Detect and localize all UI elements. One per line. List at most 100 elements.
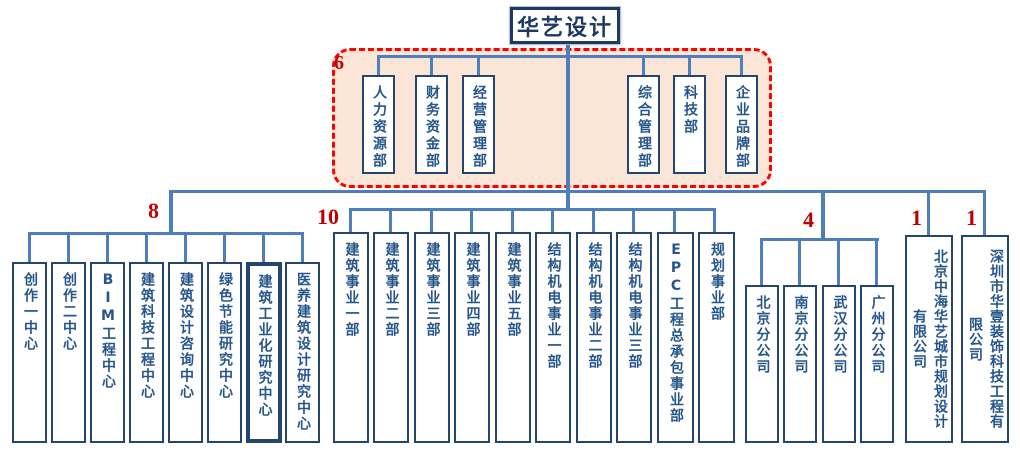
node-epc-contracting-division: EPC工程总承包事业部 — [657, 232, 694, 443]
node-label: 财务资金部 — [424, 85, 440, 170]
node-structure-mep-division-1: 结构机电事业一部 — [535, 232, 571, 443]
root-title-box: 华艺设计 — [510, 7, 620, 44]
connector-stub — [184, 232, 187, 262]
connector-stub — [223, 232, 226, 262]
node-creation-center-2: 创作二中心 — [51, 262, 86, 443]
node-label: 创作二中心 — [61, 272, 77, 352]
node-arch-division-4: 建筑事业四部 — [454, 232, 490, 443]
node-label: 绿色节能研究中心 — [217, 272, 233, 400]
connector-stub — [145, 232, 148, 262]
connector-stub — [688, 55, 691, 76]
count-badge-branches: 4 — [803, 207, 814, 232]
node-arch-division-2: 建筑事业二部 — [373, 232, 409, 443]
node-label: 科技部 — [682, 85, 698, 136]
node-label: 创作一中心 — [22, 272, 38, 352]
count-badge-divisions: 10 — [317, 204, 339, 229]
node-construction-scitech-center: 建筑科技工程中心 — [129, 262, 164, 443]
node-arch-division-5: 建筑事业五部 — [495, 232, 531, 443]
node-label: 综合管理部 — [636, 85, 652, 170]
connector-stub — [592, 208, 595, 232]
connector-stub — [760, 238, 763, 285]
connector-stub — [430, 55, 433, 76]
node-planning-division: 规划事业部 — [698, 232, 735, 443]
node-label: 深圳市华壹装饰科技工程有限公司 — [967, 249, 1004, 429]
connector-stub — [389, 208, 392, 232]
node-label: 建筑事业五部 — [505, 242, 522, 338]
node-operations-mgmt-dept: 经营管理部 — [462, 75, 495, 174]
connector-stub — [106, 232, 109, 262]
connector-stub — [477, 55, 480, 76]
node-label: 经营管理部 — [471, 85, 487, 170]
node-label: 医养建筑设计研究中心 — [295, 272, 311, 432]
node-shenzhen-huayi-decoration-company: 深圳市华壹装饰科技工程有限公司 — [961, 235, 1009, 443]
connector-stub — [430, 208, 433, 232]
node-green-energy-research-center: 绿色节能研究中心 — [207, 262, 242, 443]
node-label: 建筑事业四部 — [464, 242, 481, 338]
node-structure-mep-division-2: 结构机电事业二部 — [576, 232, 612, 443]
node-label: 北京分公司 — [754, 295, 771, 375]
node-industrialization-research-center: 建筑工业化研究中心 — [246, 262, 282, 443]
connector-stub — [28, 232, 31, 262]
connector-stub — [349, 208, 352, 232]
connector-stub — [632, 208, 635, 232]
connector-stub — [798, 238, 801, 285]
count-badge-subsidiary-1: 1 — [911, 205, 922, 230]
node-label: 企业品牌部 — [734, 85, 750, 170]
node-label: 结构机电事业一部 — [545, 242, 562, 370]
connector-stub — [837, 238, 840, 285]
connector-stub — [740, 55, 743, 76]
node-nanjing-branch: 南京分公司 — [783, 285, 817, 443]
node-label: 建筑设计咨询中心 — [178, 272, 194, 400]
node-beijing-zhonghai-planning-company: 北京中海华艺城市规划设计有限公司 — [905, 235, 953, 443]
connector-stub — [875, 238, 878, 285]
headquarters-group-outline — [332, 48, 772, 188]
node-label: 建筑工业化研究中心 — [256, 274, 273, 418]
connector-stub — [470, 208, 473, 232]
connector-stub — [301, 232, 304, 262]
node-design-consulting-center: 建筑设计咨询中心 — [168, 262, 203, 443]
connector-stub — [713, 208, 716, 232]
node-label: 人力资源部 — [371, 85, 387, 170]
connector-stub — [673, 208, 676, 232]
connector-centers-bar — [28, 232, 304, 235]
node-wuhan-branch: 武汉分公司 — [822, 285, 856, 443]
node-bim-engineering-center: BIM工程中心 — [90, 262, 125, 443]
connector-divisions-bar — [349, 208, 715, 211]
connector-root-spine — [566, 44, 570, 211]
node-label: 建筑事业一部 — [343, 242, 360, 338]
connector-stub — [377, 55, 380, 76]
node-label: 建筑事业二部 — [383, 242, 400, 338]
node-label: EPC工程总承包事业部 — [668, 242, 684, 424]
node-label: 武汉分公司 — [831, 295, 848, 375]
connector-feeder-subsidiary-1 — [927, 190, 930, 235]
node-hr-dept: 人力资源部 — [362, 75, 395, 174]
connector-stub — [67, 232, 70, 262]
connector-stub — [551, 208, 554, 232]
node-label: 北京中海华艺城市规划设计有限公司 — [911, 249, 948, 429]
node-label: 广州分公司 — [869, 295, 886, 375]
node-technology-dept: 科技部 — [673, 75, 706, 174]
node-medical-care-design-center: 医养建筑设计研究中心 — [285, 262, 320, 443]
node-label: 建筑科技工程中心 — [139, 272, 155, 400]
root-title-label: 华艺设计 — [516, 15, 613, 41]
node-label: BIM工程中心 — [100, 272, 116, 390]
connector-stub — [511, 208, 514, 232]
node-structure-mep-division-3: 结构机电事业三部 — [616, 232, 652, 443]
connector-top-bar — [169, 190, 986, 193]
count-badge-subsidiary-2: 1 — [966, 205, 977, 230]
node-label: 建筑事业三部 — [424, 242, 441, 338]
node-label: 结构机电事业三部 — [626, 242, 643, 370]
connector-stub — [262, 232, 265, 262]
node-arch-division-3: 建筑事业三部 — [414, 232, 450, 443]
node-guangzhou-branch: 广州分公司 — [860, 285, 894, 443]
node-finance-capital-dept: 财务资金部 — [415, 75, 448, 174]
node-label: 结构机电事业二部 — [586, 242, 603, 370]
connector-feeder-branches — [821, 190, 825, 240]
connector-feeder-subsidiary-2 — [983, 190, 986, 235]
count-badge-hq: 6 — [334, 52, 344, 74]
node-arch-division-1: 建筑事业一部 — [333, 232, 369, 443]
connector-feeder-centers — [169, 190, 173, 234]
node-label: 规划事业部 — [709, 242, 725, 322]
connector-branches-bar — [760, 238, 879, 241]
